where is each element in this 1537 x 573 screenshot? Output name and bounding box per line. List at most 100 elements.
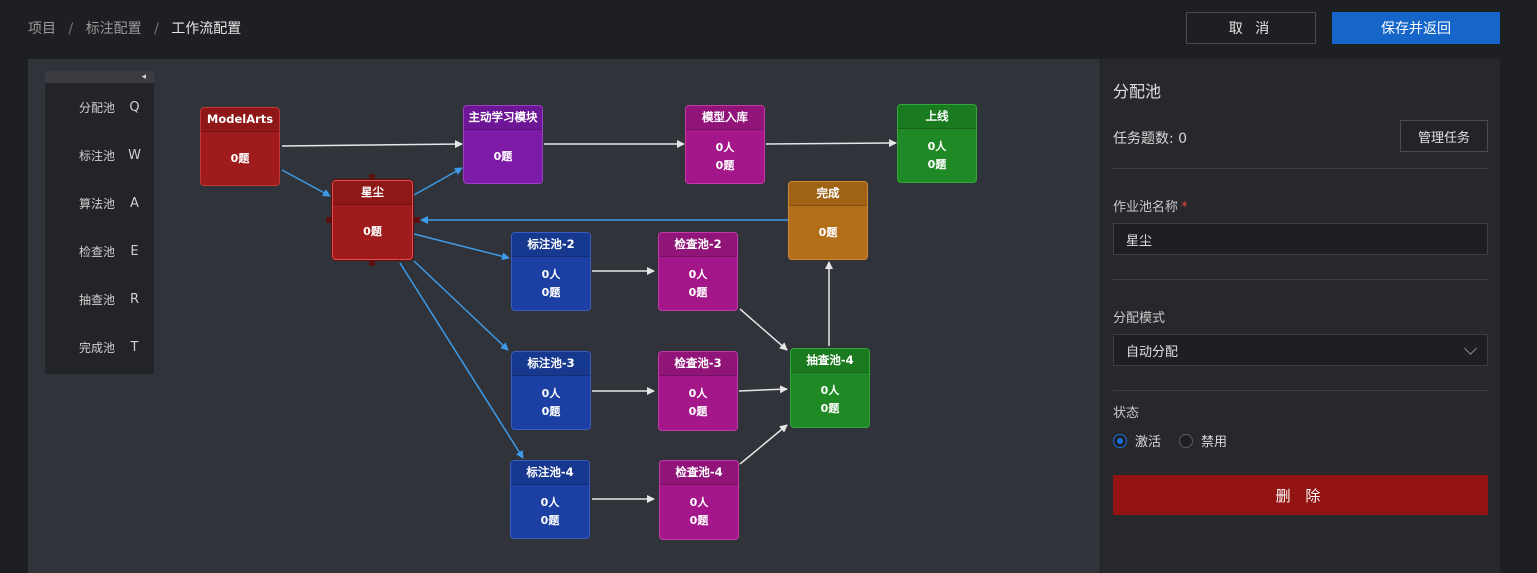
node-people: 0人: [541, 386, 561, 400]
pool-name-input[interactable]: 星尘: [1113, 223, 1488, 255]
node-title: 检查池-4: [660, 461, 738, 485]
required-mark: *: [1181, 200, 1188, 215]
edge-check4-to-spot4: [739, 424, 788, 465]
edge-xingchen-to-label4: [399, 262, 524, 459]
connection-handle-bottom[interactable]: [369, 260, 375, 266]
toolbox-item-shortcut: Q: [129, 99, 140, 115]
allocation-mode-value: 自动分配: [1126, 344, 1179, 360]
node-count: 0题: [688, 404, 708, 418]
toolbox-item-shortcut: A: [130, 195, 139, 211]
toolbox-item-spot-check-pool[interactable]: 抽查池 R: [45, 275, 154, 323]
divider: [1113, 390, 1488, 391]
node-done[interactable]: 完成 0题: [788, 181, 868, 260]
edge-model-store-to-online: [765, 139, 897, 148]
node-label-pool-4[interactable]: 标注池-4 0人 0题: [510, 460, 590, 539]
cancel-button[interactable]: 取 消: [1186, 12, 1316, 44]
status-disabled-option[interactable]: 禁用: [1179, 431, 1227, 450]
status-radio-group: 激活 禁用: [1113, 431, 1245, 450]
node-spot-check-pool-4[interactable]: 抽查池-4 0人 0题: [790, 348, 870, 428]
pool-name-label-text: 作业池名称: [1113, 200, 1179, 215]
node-check-pool-4[interactable]: 检查池-4 0人 0题: [659, 460, 739, 540]
connection-handle-top[interactable]: [369, 174, 375, 180]
node-count: 0题: [688, 285, 708, 299]
node-count: 0题: [818, 225, 838, 239]
node-title: 标注池-2: [512, 233, 590, 257]
node-toolbox: ◂ 分配池 Q 标注池 W 算法池 A 检查池 E 抽查池 R 完成池 T: [45, 71, 154, 374]
breadcrumb-annotation-config[interactable]: 标注配置: [85, 21, 142, 37]
toolbox-item-shortcut: W: [128, 147, 141, 163]
radio-active[interactable]: [1113, 433, 1127, 448]
properties-panel: 分配池 任务题数: 0 管理任务 作业池名称* 星尘 分配模式 自动分配 状态 …: [1101, 59, 1500, 573]
node-people: 0人: [715, 140, 735, 154]
delete-button[interactable]: 删 除: [1113, 475, 1488, 515]
node-label-pool-2[interactable]: 标注池-2 0人 0题: [511, 232, 591, 311]
toolbox-item-shortcut: T: [130, 339, 139, 355]
node-people: 0人: [927, 139, 947, 153]
breadcrumb-separator: /: [154, 21, 159, 37]
save-and-return-button[interactable]: 保存并返回: [1332, 12, 1500, 44]
node-count: 0题: [493, 149, 513, 163]
connection-handle-right[interactable]: [414, 217, 420, 223]
status-active-option[interactable]: 激活: [1113, 431, 1161, 450]
node-people: 0人: [541, 267, 561, 281]
node-title: 模型入库: [686, 106, 764, 130]
node-people: 0人: [688, 267, 708, 281]
workflow-canvas[interactable]: ◂ 分配池 Q 标注池 W 算法池 A 检查池 E 抽查池 R 完成池 T Mo…: [28, 59, 1100, 573]
node-check-pool-2[interactable]: 检查池-2 0人 0题: [658, 232, 738, 311]
edge-check3-to-spot4: [738, 385, 788, 394]
edge-xingchen-to-label3: [413, 260, 509, 351]
node-active-learning[interactable]: 主动学习模块 0题: [463, 105, 543, 184]
node-title: 完成: [789, 182, 867, 206]
breadcrumb-project[interactable]: 项目: [28, 21, 56, 37]
collapse-toolbox-icon[interactable]: ◂: [141, 72, 146, 82]
radio-disabled[interactable]: [1179, 433, 1194, 448]
divider: [1113, 279, 1488, 280]
toolbox-item-check-pool[interactable]: 检查池 E: [45, 227, 154, 275]
node-modelarts[interactable]: ModelArts 0题: [200, 107, 280, 186]
edge-check2-to-spot4: [739, 308, 788, 351]
chevron-down-icon: [1464, 342, 1477, 355]
workflow-edges: [281, 139, 897, 503]
node-title: 检查池-3: [659, 352, 737, 376]
node-title: 星尘: [333, 181, 412, 205]
node-title: ModelArts: [201, 108, 279, 132]
edge-modelarts-to-xingchen: [281, 169, 331, 197]
edge-modelarts-to-active-learning: [281, 140, 463, 149]
node-check-pool-3[interactable]: 检查池-3 0人 0题: [658, 351, 738, 431]
node-count: 0题: [927, 157, 947, 171]
task-count: 任务题数: 0: [1113, 131, 1188, 147]
node-count: 0题: [363, 224, 382, 238]
allocation-mode-select[interactable]: 自动分配: [1113, 334, 1488, 366]
manage-tasks-button[interactable]: 管理任务: [1400, 120, 1488, 152]
node-xingchen[interactable]: 星尘 0题: [332, 180, 413, 260]
node-title: 主动学习模块: [464, 106, 542, 130]
node-people: 0人: [688, 386, 708, 400]
edge-xingchen-to-label2: [413, 233, 510, 261]
node-people: 0人: [689, 495, 709, 509]
status-active-label: 激活: [1135, 435, 1162, 450]
pool-name-label: 作业池名称*: [1113, 196, 1188, 215]
pool-name-value: 星尘: [1126, 233, 1153, 249]
allocation-mode-label: 分配模式: [1113, 311, 1166, 326]
toolbox-item-label: 检查池: [78, 244, 115, 259]
toolbox-item-annotation-pool[interactable]: 标注池 W: [45, 131, 154, 179]
edge-xingchen-to-active-learning: [413, 167, 463, 196]
node-label-pool-3[interactable]: 标注池-3 0人 0题: [511, 351, 591, 430]
breadcrumb-current: 工作流配置: [171, 21, 242, 37]
connection-handle-left[interactable]: [326, 217, 332, 223]
toolbox-item-label: 抽查池: [78, 292, 115, 307]
toolbox-item-allocation-pool[interactable]: 分配池 Q: [45, 83, 154, 131]
breadcrumb: 项目 / 标注配置 / 工作流配置: [28, 18, 241, 38]
toolbox-item-shortcut: R: [129, 291, 140, 307]
breadcrumb-separator: /: [68, 21, 74, 37]
node-model-store[interactable]: 模型入库 0人 0题: [685, 105, 765, 184]
toolbox-item-label: 分配池: [78, 100, 115, 115]
node-title: 上线: [898, 105, 976, 129]
toolbox-item-algorithm-pool[interactable]: 算法池 A: [45, 179, 154, 227]
toolbox-item-done-pool[interactable]: 完成池 T: [45, 323, 154, 371]
node-online[interactable]: 上线 0人 0题: [897, 104, 977, 183]
toolbox-item-label: 标注池: [78, 148, 115, 163]
node-people: 0人: [820, 383, 840, 397]
node-people: 0人: [540, 495, 560, 509]
status-label: 状态: [1113, 406, 1140, 421]
